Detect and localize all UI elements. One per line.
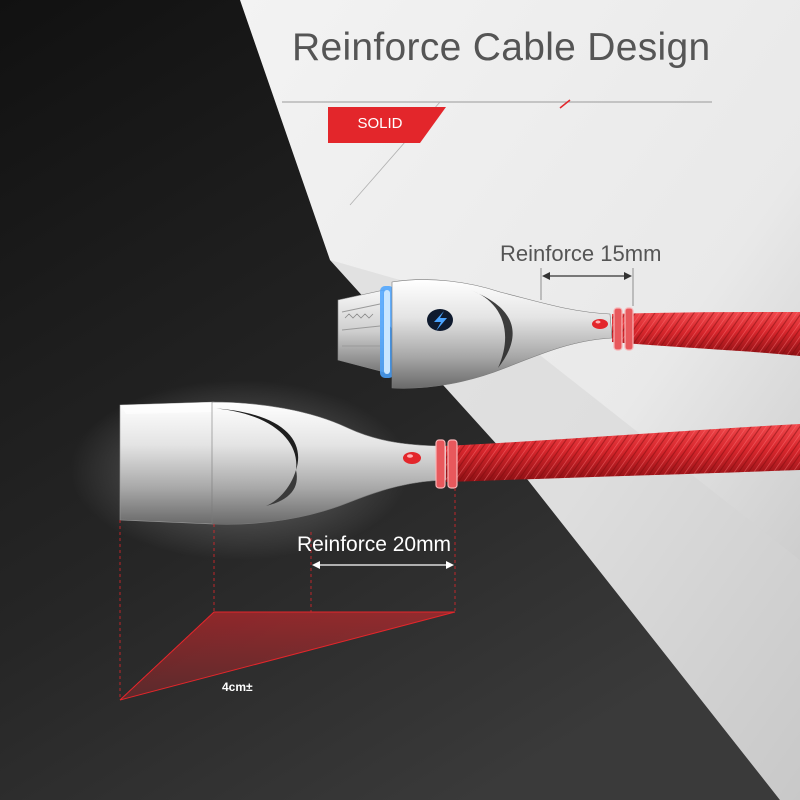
dimension-15mm	[540, 268, 634, 306]
lower-cable	[435, 424, 800, 489]
length-label: 4cm±	[222, 680, 253, 694]
dimension-20mm	[310, 488, 456, 612]
page-title: Reinforce Cable Design	[292, 26, 711, 69]
upper-cable	[612, 307, 800, 356]
micro-usb-connector	[337, 279, 613, 389]
solid-badge	[328, 107, 446, 143]
length-indicator	[119, 520, 456, 701]
reinforce-20mm-label: Reinforce 20mm	[297, 533, 452, 556]
solid-badge-label: SOLID	[357, 115, 403, 132]
lightning-bolt-icon	[434, 311, 447, 331]
reinforce-15mm-label: Reinforce 15mm	[500, 241, 662, 266]
usb-a-connector	[70, 380, 453, 560]
